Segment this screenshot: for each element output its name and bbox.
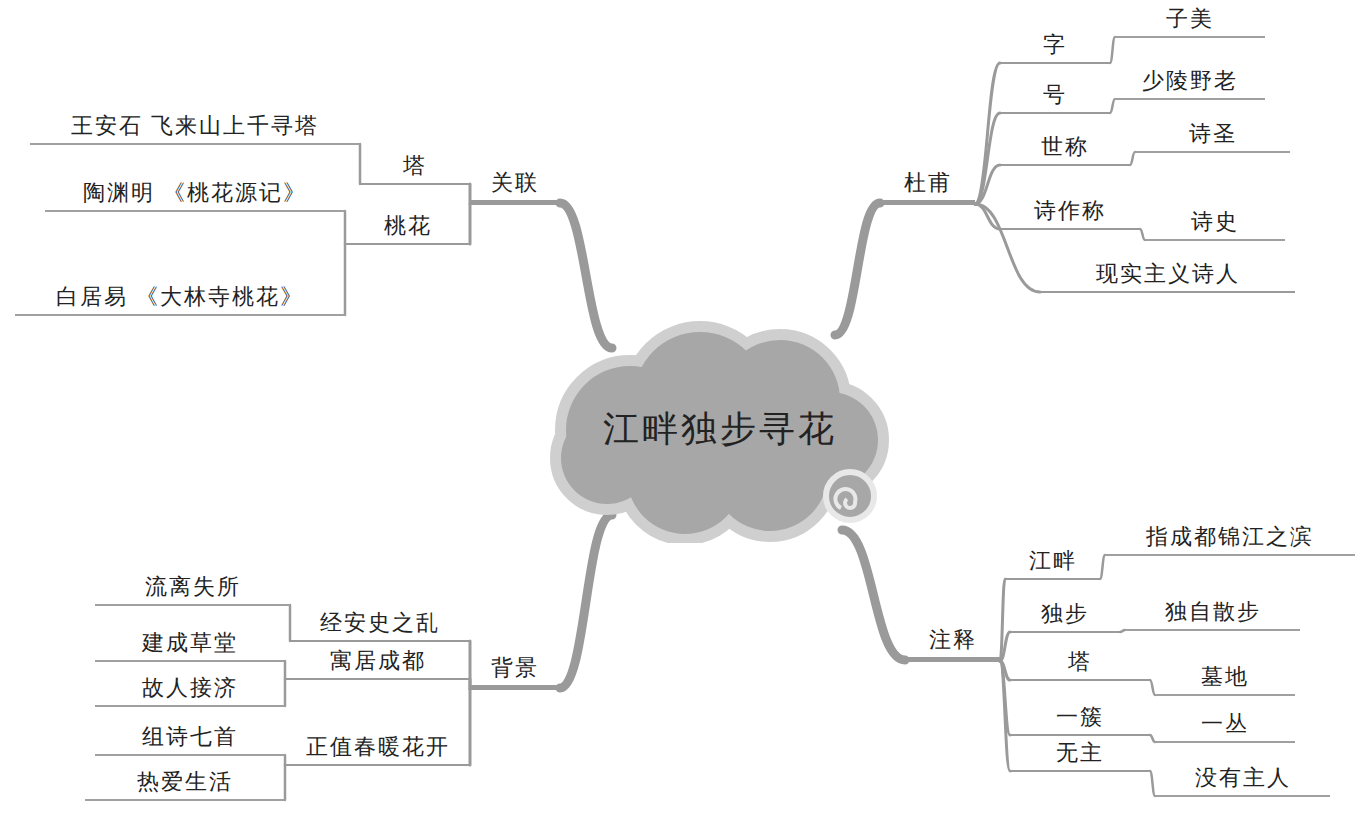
topic-node: 王安石 飞来山上千寻塔 <box>30 113 360 145</box>
node-text: 陶渊明 《桃花源记》 <box>45 180 345 206</box>
branch-line <box>284 765 287 800</box>
topic-node: 关联 <box>470 170 560 205</box>
branch-line <box>1110 37 1115 63</box>
node-text: 现实主义诗人 <box>1040 261 1295 287</box>
node-text: 少陵野老 <box>1115 68 1265 94</box>
topic-node: 号 <box>1000 82 1110 114</box>
node-text: 号 <box>1000 82 1110 108</box>
topic-node: 白居易 《大林寺桃花》 <box>15 284 345 316</box>
node-text: 杜甫 <box>880 170 975 196</box>
node-text: 背景 <box>470 655 560 681</box>
node-text: 独步 <box>1010 601 1120 627</box>
node-text: 关联 <box>470 170 560 196</box>
node-text: 正值春暖花开 <box>285 734 470 760</box>
topic-node: 子美 <box>1115 6 1265 38</box>
branch-line <box>469 689 472 765</box>
node-text: 诗作称 <box>1000 198 1140 224</box>
topic-node: 墓地 <box>1155 664 1295 696</box>
topic-node: 指成都锦江之滨 <box>1105 524 1355 556</box>
node-text: 流离失所 <box>95 574 290 600</box>
node-text: 诗史 <box>1145 209 1285 235</box>
topic-node: 背景 <box>470 655 560 690</box>
node-text: 世称 <box>1000 134 1130 160</box>
node-text: 没有主人 <box>1155 765 1330 791</box>
topic-node: 组诗七首 <box>95 724 285 756</box>
node-text: 无主 <box>1010 740 1150 766</box>
topic-node: 一簇 <box>1010 704 1150 736</box>
node-text: 塔 <box>1010 649 1150 675</box>
topic-node: 没有主人 <box>1155 765 1330 797</box>
topic-node: 诗作称 <box>1000 198 1140 230</box>
topic-node: 杜甫 <box>880 170 975 205</box>
node-text: 桃花 <box>345 213 470 239</box>
node-text: 热爱生活 <box>85 769 285 795</box>
node-text: 王安石 飞来山上千寻塔 <box>30 113 360 139</box>
topic-node: 正值春暖花开 <box>285 734 470 766</box>
topic-node: 少陵野老 <box>1115 68 1265 100</box>
topic-node: 字 <box>1000 32 1110 64</box>
node-text: 子美 <box>1115 6 1265 32</box>
topic-node: 江畔 <box>1005 548 1100 580</box>
branch-line <box>842 530 905 660</box>
branch-line <box>344 244 347 315</box>
topic-node: 无主 <box>1010 740 1150 772</box>
node-text: 注释 <box>905 627 1000 653</box>
branch-line <box>975 113 1000 204</box>
node-text: 塔 <box>360 153 470 179</box>
topic-node: 现实主义诗人 <box>1040 261 1295 293</box>
topic-node: 经安史之乱 <box>290 610 470 642</box>
topic-node: 寓居成都 <box>285 648 470 680</box>
topic-node: 一丛 <box>1155 711 1295 743</box>
node-text: 诗圣 <box>1135 121 1290 147</box>
node-text: 寓居成都 <box>285 648 470 674</box>
node-text: 江畔独步寻花 <box>545 407 895 450</box>
branch-line <box>1100 555 1105 579</box>
branch-line <box>1000 632 1010 661</box>
topic-node: 热爱生活 <box>85 769 285 801</box>
branch-line <box>975 204 1040 292</box>
topic-node: 独自散步 <box>1125 599 1300 631</box>
topic-node: 诗圣 <box>1135 121 1290 153</box>
node-text: 白居易 《大林寺桃花》 <box>15 284 345 310</box>
node-text: 故人接济 <box>95 675 285 701</box>
topic-node: 流离失所 <box>95 574 290 606</box>
branch-line <box>469 204 472 244</box>
topic-node: 塔 <box>1010 649 1150 681</box>
topic-node: 世称 <box>1000 134 1130 166</box>
topic-node: 故人接济 <box>95 675 285 707</box>
topic-node: 注释 <box>905 627 1000 662</box>
node-text: 独自散步 <box>1125 599 1300 625</box>
topic-node: 桃花 <box>345 213 470 245</box>
node-text: 经安史之乱 <box>290 610 470 636</box>
node-text: 指成都锦江之滨 <box>1105 524 1355 550</box>
topic-node: 建成草堂 <box>95 630 285 662</box>
topic-node: 诗史 <box>1145 209 1285 241</box>
node-text: 一簇 <box>1010 704 1150 730</box>
branch-line <box>1000 661 1010 771</box>
branch-line <box>284 679 287 706</box>
central-topic: 江畔独步寻花 <box>545 318 895 543</box>
topic-node: 塔 <box>360 153 470 185</box>
node-text: 建成草堂 <box>95 630 285 656</box>
topic-node: 陶渊明 《桃花源记》 <box>45 180 345 212</box>
node-text: 字 <box>1000 32 1110 58</box>
topic-node: 独步 <box>1010 601 1120 633</box>
node-text: 江畔 <box>1005 548 1100 574</box>
branch-line <box>560 203 612 348</box>
node-text: 墓地 <box>1155 664 1295 690</box>
node-text: 组诗七首 <box>95 724 285 750</box>
branch-line <box>975 63 1000 204</box>
node-text: 一丛 <box>1155 711 1295 737</box>
branch-line <box>835 203 880 335</box>
branch-line <box>469 641 472 689</box>
branch-line <box>975 165 1000 204</box>
branch-line <box>560 515 612 688</box>
branch-line <box>1110 99 1115 113</box>
branch-line <box>1130 152 1135 165</box>
